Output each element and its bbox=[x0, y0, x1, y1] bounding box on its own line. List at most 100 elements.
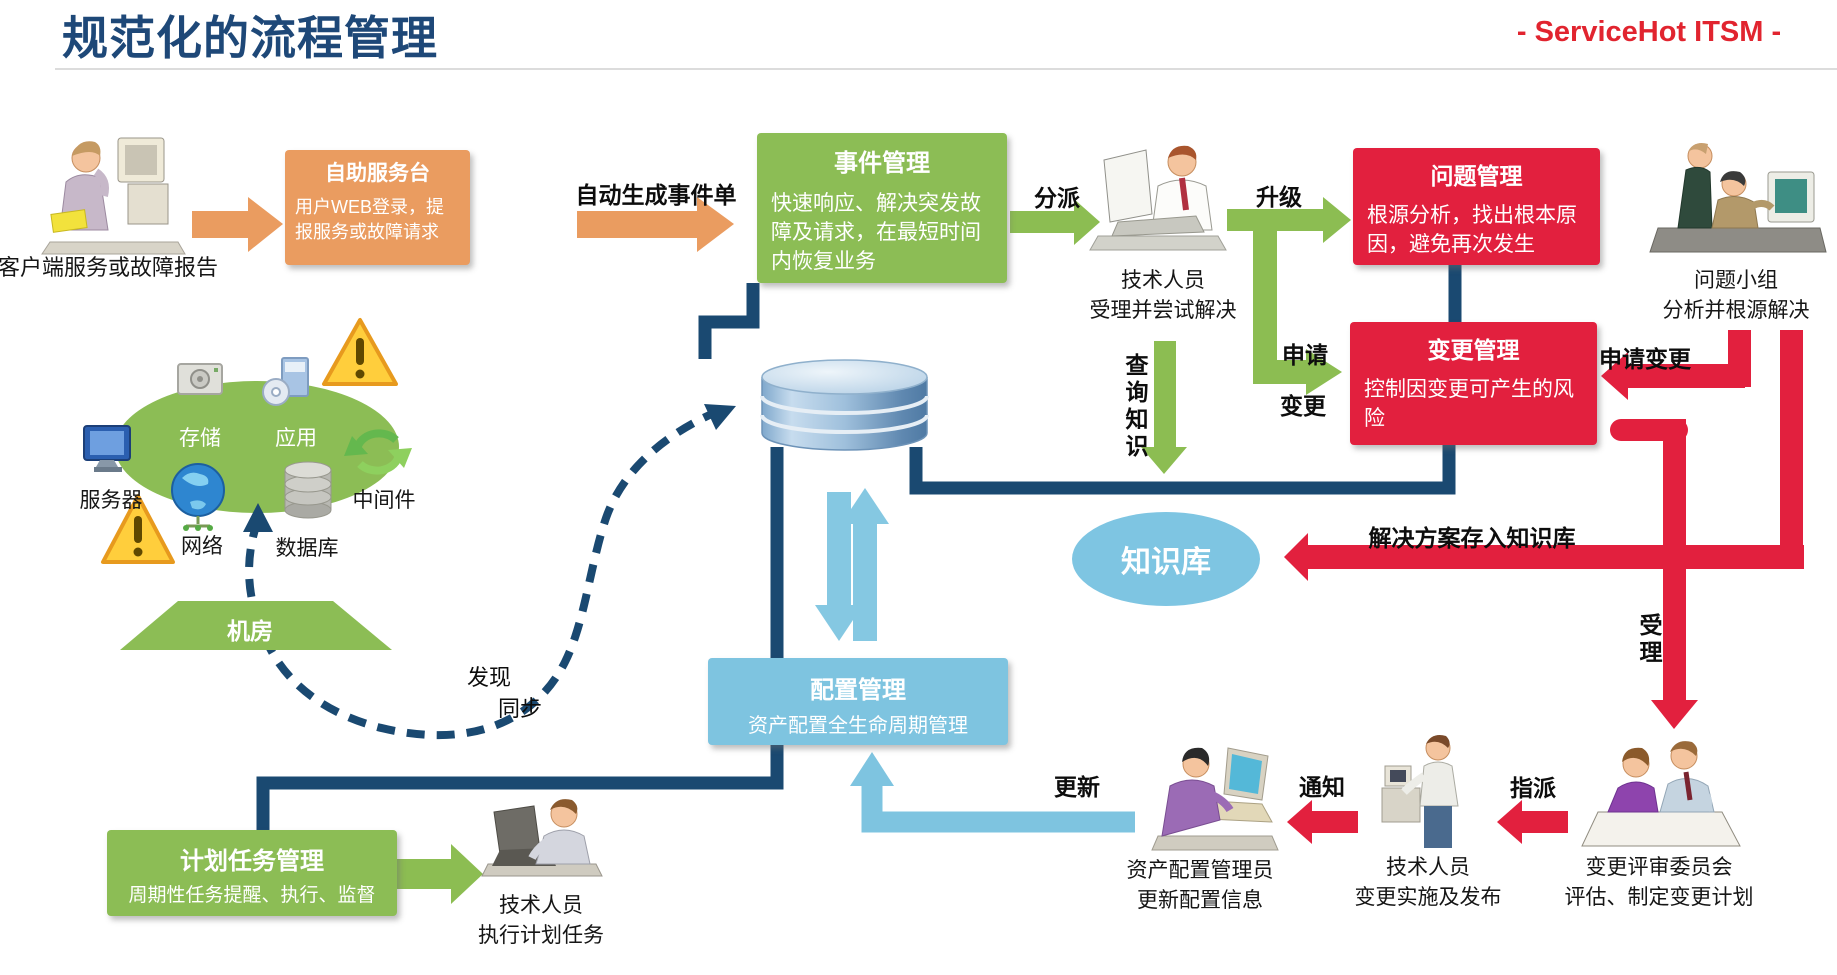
caption-line: 变更实施及发布 bbox=[1354, 886, 1502, 910]
arrow-assign bbox=[1497, 800, 1568, 844]
page-title: 规范化的流程管理 bbox=[62, 12, 438, 64]
label-query-knowledge: 查询知识 bbox=[1122, 353, 1148, 461]
caption-tech-accept: 技术人员 受理并尝试解决 bbox=[1090, 266, 1237, 327]
box-title: 配置管理 bbox=[810, 677, 906, 704]
update-arrow bbox=[850, 752, 1135, 833]
orange-arrows bbox=[192, 197, 734, 252]
box-title: 问题管理 bbox=[1430, 163, 1523, 189]
knowledge-base-ellipse: 知识库 bbox=[1072, 512, 1260, 606]
knowledge-base-label: 知识库 bbox=[1121, 546, 1211, 579]
asset-admin-icon bbox=[1151, 747, 1279, 851]
caption-tech-scheduled: 技术人员 执行计划任务 bbox=[478, 891, 604, 952]
arrow-query-knowledge bbox=[1141, 341, 1187, 474]
discover-sync-curve bbox=[243, 404, 736, 740]
box-title: 自助服务台 bbox=[325, 162, 430, 185]
network-icon bbox=[171, 463, 225, 531]
label-assign: 指派 bbox=[1510, 775, 1556, 801]
asset-label-middleware: 中间件 bbox=[352, 489, 416, 512]
box-self-service: 自助服务台 用户WEB登录，提报服务或故障请求 bbox=[285, 150, 470, 265]
box-body: 快速响应、解决突发故障及请求，在最短时间内恢复业务 bbox=[771, 192, 981, 273]
navy-connectors bbox=[256, 263, 1462, 831]
arrow-dispatch bbox=[1010, 199, 1100, 245]
caption-line: 变更评审委员会 bbox=[1585, 856, 1733, 879]
header-divider bbox=[55, 68, 1837, 70]
review-board-icon bbox=[1581, 741, 1741, 847]
label-store-solution: 解决方案存入知识库 bbox=[1368, 525, 1576, 551]
label-sync: 同步 bbox=[497, 696, 543, 721]
arrow-scheduled-to-tech bbox=[397, 844, 483, 904]
connector-incident-to-db bbox=[698, 283, 760, 359]
red-arrows bbox=[1284, 330, 1804, 844]
asset-group bbox=[83, 318, 412, 564]
db-cylinder-icon bbox=[284, 461, 332, 519]
arrow-notify bbox=[1287, 800, 1358, 844]
box-body: 根源分析，找出根本原因，避免再次发生 bbox=[1367, 204, 1577, 256]
label-notify: 通知 bbox=[1299, 774, 1345, 800]
connector-db-to-change bbox=[909, 443, 1456, 495]
asset-label-database: 数据库 bbox=[275, 537, 339, 560]
label-accept: 受理 bbox=[1636, 613, 1662, 667]
caption-line: 分析并根源解决 bbox=[1662, 299, 1810, 323]
arrowhead bbox=[243, 503, 273, 532]
box-title: 事件管理 bbox=[834, 150, 930, 177]
box-title: 计划任务管理 bbox=[180, 848, 324, 875]
laptop-technician-icon bbox=[481, 799, 603, 877]
technician-desktop-icon bbox=[1089, 145, 1227, 251]
application-icon bbox=[262, 357, 309, 406]
middleware-icon bbox=[344, 429, 412, 475]
server-room-shape bbox=[120, 601, 392, 650]
box-body: 用户WEB登录，提报服务或故障请求 bbox=[295, 197, 445, 242]
label-dispatch: 分派 bbox=[1034, 185, 1080, 211]
label-request-line1: 申请 bbox=[1282, 342, 1328, 368]
caption-problem-team: 问题小组 分析并根源解决 bbox=[1663, 266, 1810, 327]
label-escalate: 升级 bbox=[1256, 184, 1302, 210]
box-problem: 问题管理 根源分析，找出根本原因，避免再次发生 bbox=[1353, 148, 1600, 265]
caption-line: 评估、制定变更计划 bbox=[1564, 886, 1754, 910]
caption-line: 执行计划任务 bbox=[478, 924, 604, 948]
arrow-auto-ticket bbox=[577, 197, 734, 252]
connector-db-to-scheduled bbox=[256, 447, 784, 831]
box-title: 变更管理 bbox=[1427, 337, 1520, 363]
caption-line: 技术人员 bbox=[1386, 856, 1470, 879]
arrow-accept bbox=[1610, 419, 1698, 729]
box-config: 配置管理 资产配置全生命周期管理 bbox=[708, 658, 1008, 745]
brand-text: - ServiceHot ITSM - bbox=[1516, 16, 1782, 48]
box-subtitle: 周期性任务提醒、执行、监督 bbox=[128, 885, 376, 906]
arrow-client-to-selfservice bbox=[192, 197, 283, 252]
arrow-apply-change bbox=[1601, 330, 1751, 400]
problem-team-icon bbox=[1649, 143, 1827, 253]
label-update: 更新 bbox=[1054, 774, 1100, 800]
caption-line: 问题小组 bbox=[1694, 269, 1778, 292]
caption-line: 技术人员 bbox=[1121, 269, 1205, 292]
box-scheduled: 计划任务管理 周期性任务提醒、执行、监督 bbox=[107, 830, 397, 916]
label-request-line2: 变更 bbox=[1280, 393, 1326, 419]
server-icon bbox=[83, 425, 131, 472]
config-sync-arrows bbox=[815, 488, 889, 641]
box-change: 变更管理 控制因变更可产生的风险 bbox=[1350, 322, 1597, 445]
warning-icon bbox=[322, 318, 398, 386]
green-arrows bbox=[397, 197, 1351, 904]
arrowhead bbox=[704, 404, 736, 430]
box-subtitle: 资产配置全生命周期管理 bbox=[748, 715, 968, 737]
asset-label-application: 应用 bbox=[275, 427, 317, 450]
caption-change-board: 变更评审委员会 评估、制定变更计划 bbox=[1565, 853, 1754, 914]
asset-label-storage: 存储 bbox=[179, 427, 221, 450]
box-body: 控制因变更可产生的风险 bbox=[1364, 378, 1574, 430]
caption-client: 客户端服务或故障报告 bbox=[0, 255, 219, 280]
storage-icon bbox=[177, 363, 223, 395]
label-apply-change: 申请变更 bbox=[1599, 346, 1691, 372]
arrow-request-change-elbow bbox=[1253, 231, 1342, 395]
warning-icon bbox=[101, 494, 175, 564]
server-room-label: 机房 bbox=[227, 618, 273, 644]
caption-line: 受理并尝试解决 bbox=[1089, 299, 1237, 323]
caption-asset-admin: 资产配置管理员 更新配置信息 bbox=[1127, 856, 1274, 917]
caption-tech-implement: 技术人员 变更实施及发布 bbox=[1355, 853, 1502, 914]
asset-label-network: 网络 bbox=[181, 535, 223, 558]
database-icon bbox=[760, 359, 929, 451]
caption-line: 更新配置信息 bbox=[1137, 889, 1263, 913]
client-workstation-icon bbox=[41, 137, 186, 255]
label-discover: 发现 bbox=[466, 665, 512, 690]
arrow-escalate bbox=[1227, 197, 1351, 243]
